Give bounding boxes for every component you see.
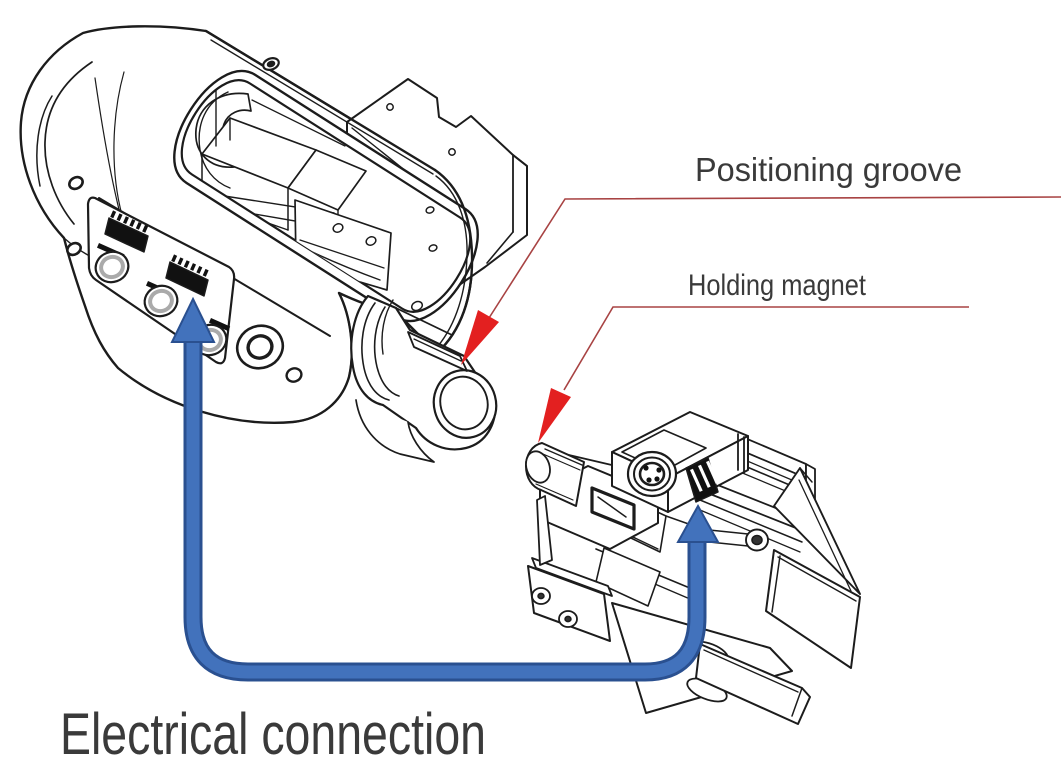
svg-text:Holding magnet: Holding magnet <box>688 269 867 302</box>
svg-text:Electrical connection: Electrical connection <box>60 702 486 767</box>
svg-text:Positioning groove: Positioning groove <box>695 151 962 188</box>
